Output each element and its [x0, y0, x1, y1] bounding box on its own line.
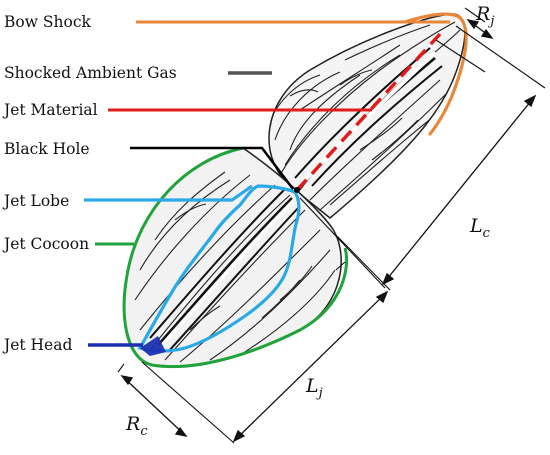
dim-lc: Lc: [469, 215, 491, 241]
dim-lj: Lj: [305, 375, 323, 401]
label-bow-shock: Bow Shock: [4, 13, 92, 31]
label-jet-material: Jet Material: [2, 101, 98, 119]
dim-rj: Rj: [475, 3, 494, 29]
label-jet-cocoon: Jet Cocoon: [2, 235, 89, 253]
label-jet-lobe: Jet Lobe: [2, 192, 69, 210]
dimension-arrows: [120, 19, 537, 443]
jet-material-line: [295, 32, 442, 192]
black-hole-marker: [294, 187, 300, 193]
dim-rc: Rc: [125, 413, 148, 439]
black-hole-leader: [130, 146, 294, 190]
jet-lobe-leader: [84, 184, 253, 202]
label-shocked-ambient-gas: Shocked Ambient Gas: [4, 64, 177, 82]
label-jet-head: Jet Head: [2, 336, 72, 354]
jet-lobe-outline: [137, 184, 301, 353]
label-black-hole: Black Hole: [4, 140, 90, 158]
bow-shock-outline: [403, 12, 468, 136]
dimension-lines: [117, 7, 546, 444]
jet-cocoon-outline: [122, 146, 349, 369]
jet-head-marker: [140, 336, 166, 356]
